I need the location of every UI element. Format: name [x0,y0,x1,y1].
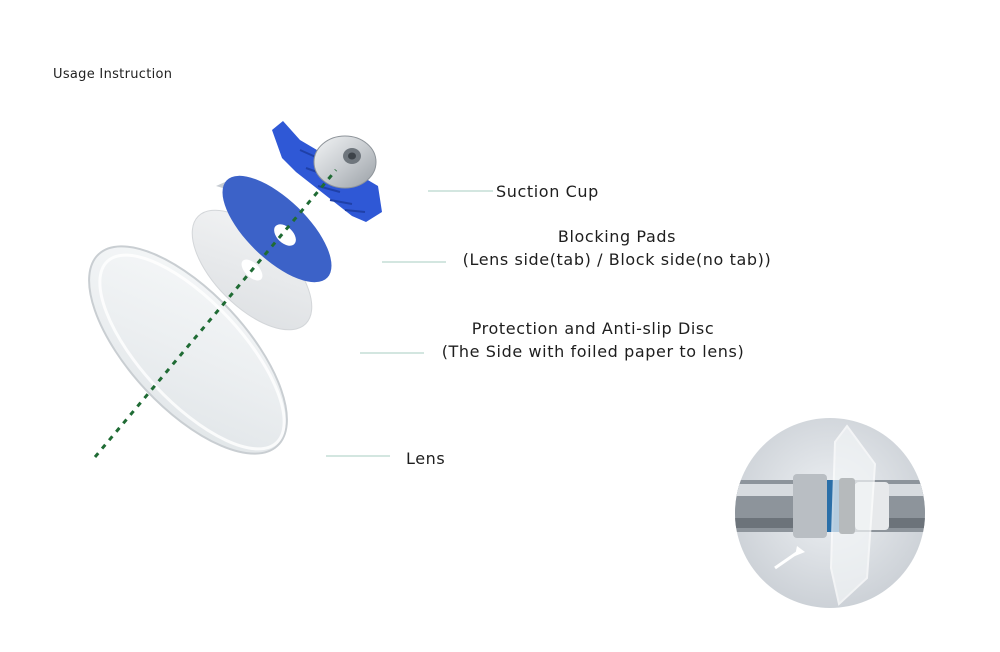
label-blocking-pads-note: (Lens side(tab) / Block side(no tab)) [462,250,772,269]
label-protection-disc-title: Protection and Anti-slip Disc [471,319,715,338]
suction-cup-part [272,121,382,222]
label-suction-cup: Suction Cup [496,180,626,203]
blocking-pad-part [216,175,332,283]
label-blocking-pads: Blocking Pads (Lens side(tab) / Block si… [452,225,782,271]
label-protection-disc: Protection and Anti-slip Disc (The Side … [428,317,758,363]
label-lens: Lens [406,447,486,470]
lens-part [88,245,288,455]
label-lens-text: Lens [406,449,446,468]
machine-closeup-illustration [735,418,925,608]
label-protection-disc-note: (The Side with foiled paper to lens) [441,342,745,361]
label-suction-cup-text: Suction Cup [496,182,599,201]
alignment-axis-line [93,169,338,458]
page-heading: Usage Instruction [53,67,173,82]
machine-closeup-inset [735,418,925,608]
label-blocking-pads-title: Blocking Pads [557,227,677,246]
